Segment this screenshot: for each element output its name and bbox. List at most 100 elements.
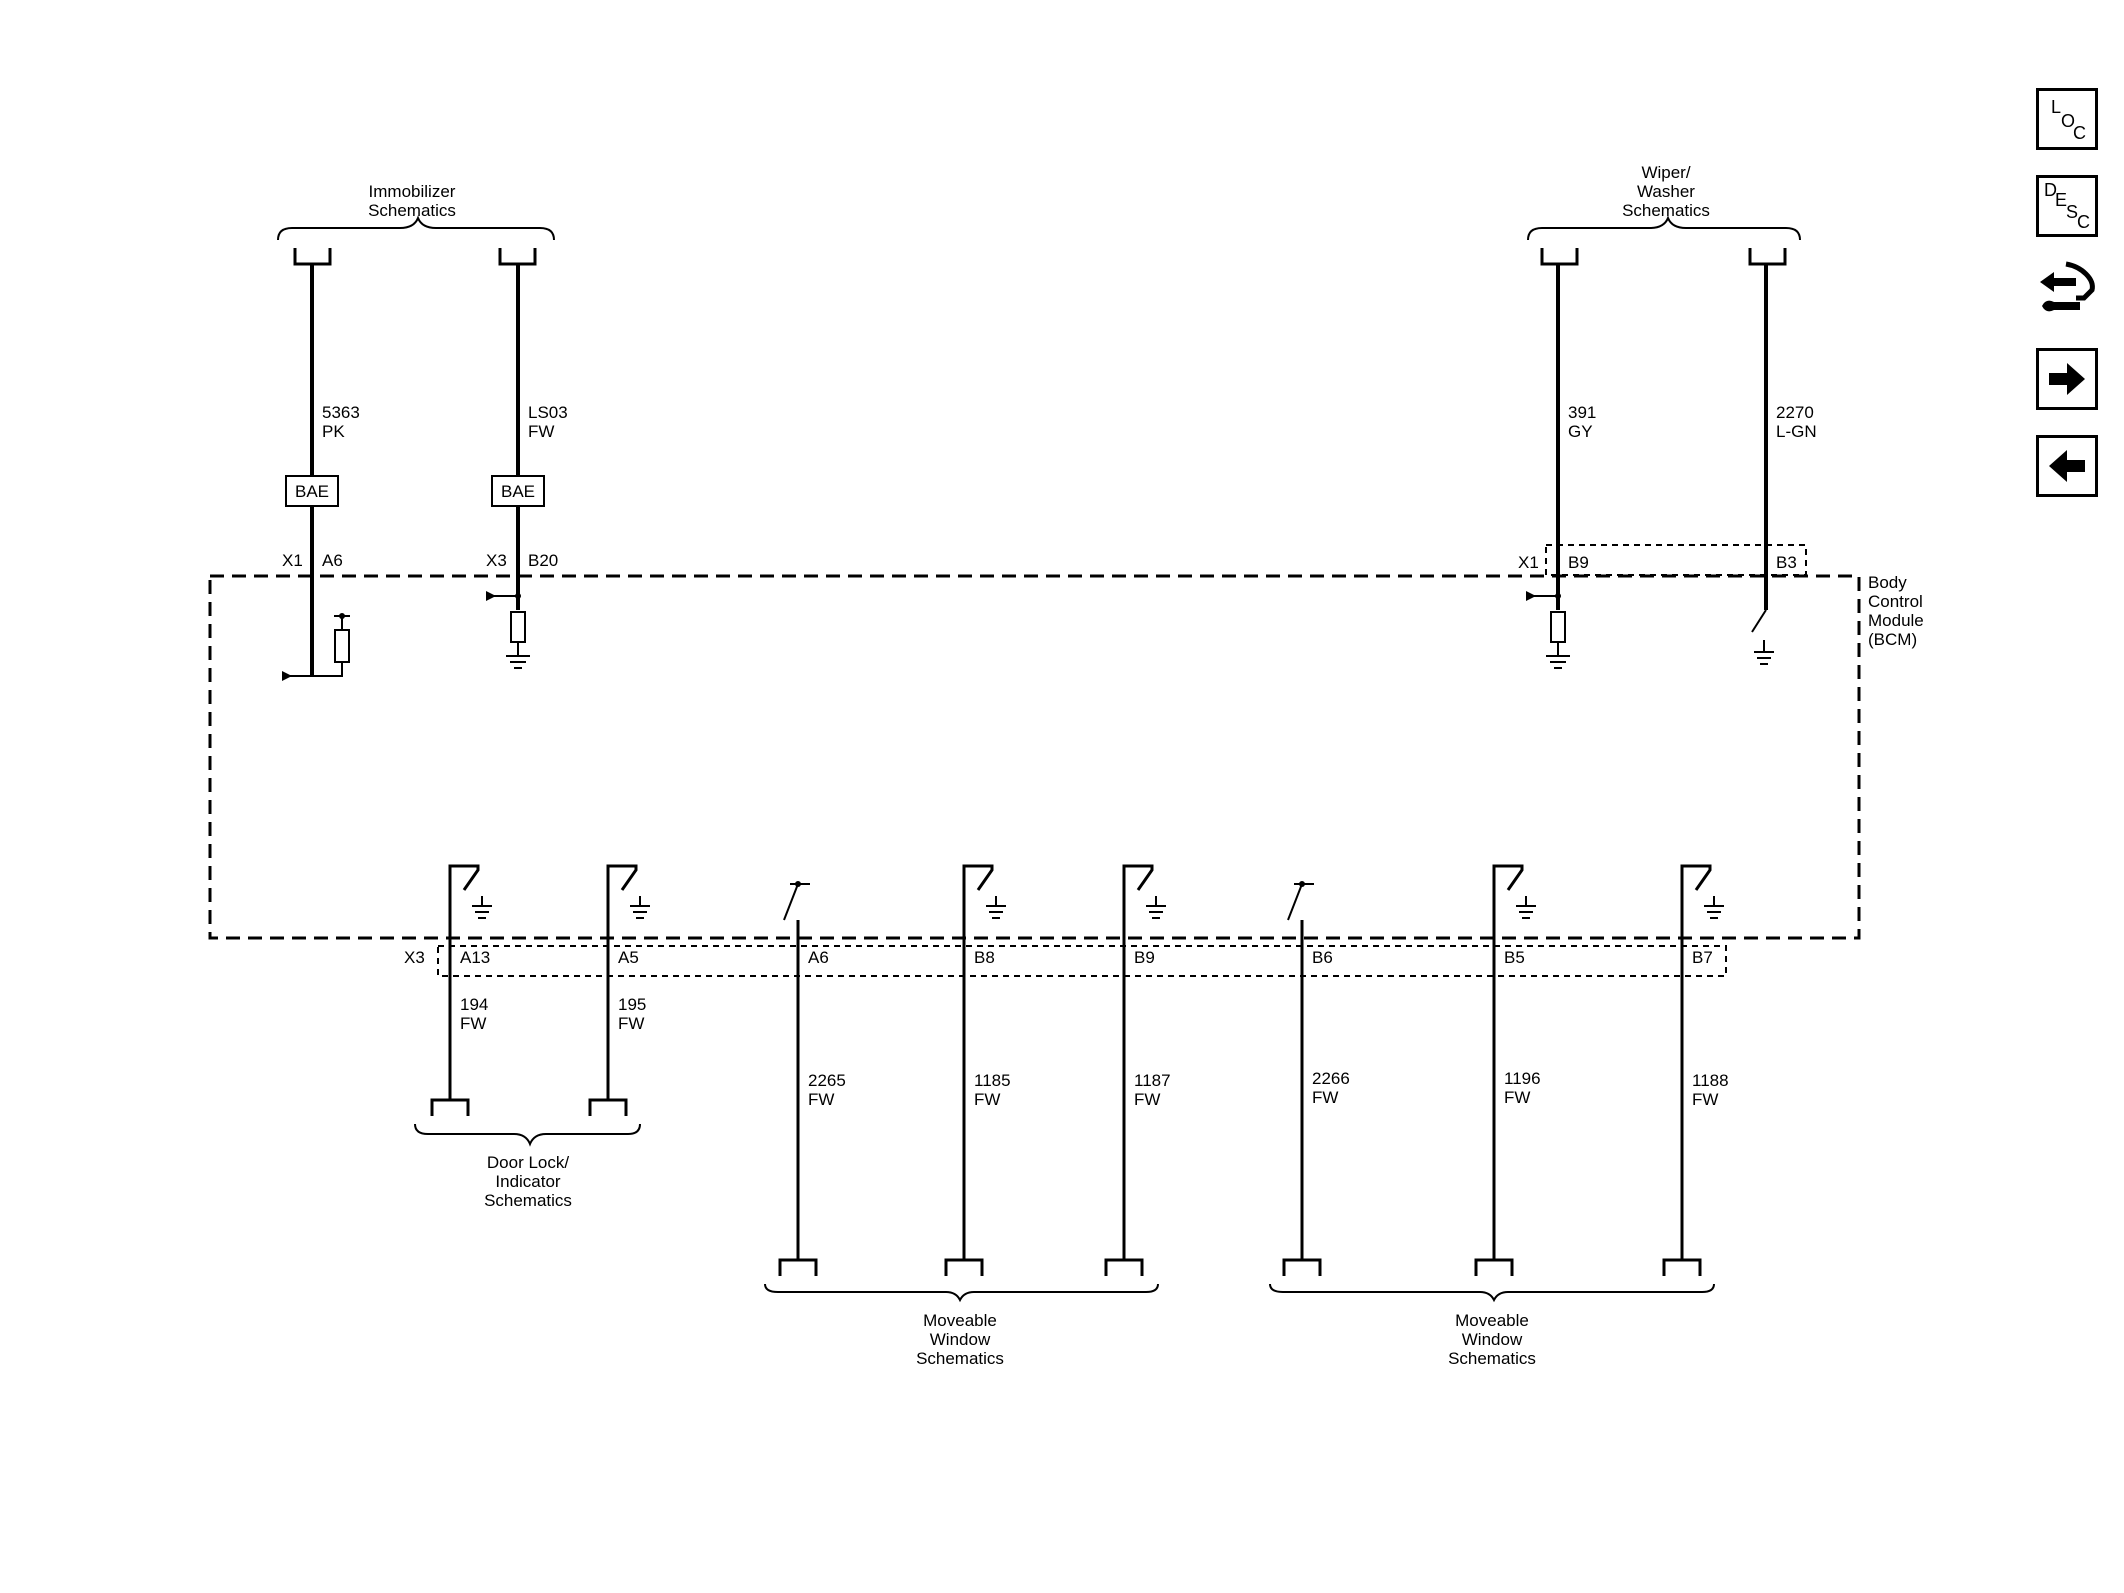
- wiper-group: Wiper/ Washer Schematics: [1527, 163, 1801, 266]
- connector-view-button[interactable]: [2036, 258, 2098, 320]
- svg-text:2265: 2265: [808, 1071, 846, 1090]
- svg-text:Schematics: Schematics: [1622, 201, 1710, 220]
- svg-text:1185: 1185: [974, 1071, 1011, 1090]
- connector-wrench-icon: [2040, 261, 2095, 312]
- svg-text:BAE: BAE: [501, 482, 535, 501]
- svg-text:Body: Body: [1868, 573, 1907, 592]
- previous-button[interactable]: [2036, 435, 2098, 497]
- pin-b3: B3: [1776, 553, 1797, 572]
- connector-x1-right: X1: [1518, 553, 1539, 572]
- svg-text:2270: 2270: [1776, 403, 1814, 422]
- pin-a6-bottom: A6: [808, 948, 829, 967]
- pin-b9-bottom: B9: [1134, 948, 1155, 967]
- svg-text:L-GN: L-GN: [1776, 422, 1817, 441]
- wire-5363: 5363 PK: [310, 264, 360, 676]
- svg-text:(BCM): (BCM): [1868, 630, 1917, 649]
- wire-2266: 2266 FW: [1312, 1069, 1350, 1107]
- bcm-outline: [208, 574, 1861, 940]
- svg-text:Window: Window: [930, 1330, 991, 1349]
- svg-text:Indicator: Indicator: [495, 1172, 561, 1191]
- svg-text:GY: GY: [1568, 422, 1593, 441]
- svg-text:FW: FW: [808, 1090, 834, 1109]
- svg-text:FW: FW: [1134, 1090, 1160, 1109]
- svg-text:1187: 1187: [1134, 1071, 1171, 1090]
- pin-b7: B7: [1692, 948, 1713, 967]
- wire-2265: 2265 FW: [808, 1071, 846, 1109]
- pulldown-b9: [1526, 591, 1570, 669]
- switch-b6: [1287, 881, 1314, 1260]
- switch-a13: [448, 864, 492, 1100]
- svg-text:194: 194: [460, 995, 488, 1014]
- svg-text:FW: FW: [1692, 1090, 1718, 1109]
- connector-x3-bottom-box: [437, 945, 1727, 977]
- arrow-right-icon: [2049, 363, 2085, 395]
- svg-text:S: S: [2066, 202, 2078, 222]
- window-group-2: Moveable Window Schematics: [1269, 1258, 1715, 1368]
- next-button[interactable]: [2036, 348, 2098, 410]
- wire-195: 195 FW: [618, 995, 646, 1033]
- connector-x3-bottom: X3: [404, 948, 425, 967]
- pin-b9-top: B9: [1568, 553, 1589, 572]
- pin-b6: B6: [1312, 948, 1333, 967]
- svg-text:C: C: [2077, 212, 2090, 232]
- switch-a5: [606, 864, 650, 1100]
- svg-text:Window: Window: [1462, 1330, 1523, 1349]
- svg-text:195: 195: [618, 995, 646, 1014]
- svg-text:FW: FW: [460, 1014, 486, 1033]
- svg-text:FW: FW: [1504, 1088, 1530, 1107]
- splice-bae-2: BAE: [491, 475, 545, 507]
- pin-a5: A5: [618, 948, 639, 967]
- svg-text:1188: 1188: [1692, 1071, 1729, 1090]
- wire-2270: 2270 L-GN: [1764, 264, 1817, 610]
- pin-a6-top: A6: [322, 551, 343, 570]
- switch-b9-bottom: [1122, 864, 1166, 1260]
- svg-text:BAE: BAE: [295, 482, 329, 501]
- description-icon: D E S C: [2044, 180, 2090, 232]
- svg-text:Schematics: Schematics: [484, 1191, 572, 1210]
- svg-text:Schematics: Schematics: [368, 201, 456, 220]
- pin-b5: B5: [1504, 948, 1525, 967]
- location-icon: L O C: [2051, 97, 2086, 143]
- svg-text:Module: Module: [1868, 611, 1924, 630]
- splice-bae-1: BAE: [285, 475, 339, 507]
- svg-text:FW: FW: [618, 1014, 644, 1033]
- svg-text:2266: 2266: [1312, 1069, 1350, 1088]
- arrow-left-icon: [2049, 450, 2085, 482]
- svg-text:Moveable: Moveable: [1455, 1311, 1529, 1330]
- svg-text:Immobilizer: Immobilizer: [369, 182, 456, 201]
- switch-b5: [1492, 864, 1536, 1260]
- wire-1185: 1185 FW: [974, 1071, 1011, 1109]
- window-group-1: Moveable Window Schematics: [764, 1258, 1159, 1368]
- pullup-a6: [282, 613, 350, 681]
- description-button[interactable]: D E S C: [2036, 175, 2098, 237]
- svg-text:1196: 1196: [1504, 1069, 1541, 1088]
- switch-b8: [962, 864, 1006, 1260]
- location-button[interactable]: L O C: [2036, 88, 2098, 150]
- pin-a13: A13: [460, 948, 490, 967]
- svg-text:FW: FW: [1312, 1088, 1338, 1107]
- svg-text:Control: Control: [1868, 592, 1923, 611]
- svg-text:PK: PK: [322, 422, 345, 441]
- immobilizer-group: Immobilizer Schematics: [277, 182, 555, 266]
- wire-194: 194 FW: [460, 995, 488, 1033]
- switch-a6-bottom: [783, 881, 810, 1260]
- pin-b8: B8: [974, 948, 995, 967]
- wire-391: 391 GY: [1556, 264, 1596, 610]
- svg-text:5363: 5363: [322, 403, 360, 422]
- pin-b20: B20: [528, 551, 558, 570]
- svg-text:C: C: [2073, 123, 2086, 143]
- svg-text:Door Lock/: Door Lock/: [487, 1153, 569, 1172]
- pulldown-b20: [486, 591, 530, 669]
- svg-text:L: L: [2051, 97, 2061, 117]
- connector-x3-left: X3: [486, 551, 507, 570]
- svg-text:FW: FW: [974, 1090, 1000, 1109]
- svg-text:Moveable: Moveable: [923, 1311, 997, 1330]
- svg-text:Schematics: Schematics: [1448, 1349, 1536, 1368]
- doorlock-group: Door Lock/ Indicator Schematics: [414, 1098, 641, 1210]
- bcm-label: Body Control Module (BCM): [1868, 573, 1924, 649]
- svg-text:391: 391: [1568, 403, 1596, 422]
- wire-ls03: LS03 FW: [516, 264, 568, 610]
- svg-text:Washer: Washer: [1637, 182, 1695, 201]
- wire-1187: 1187 FW: [1134, 1071, 1171, 1109]
